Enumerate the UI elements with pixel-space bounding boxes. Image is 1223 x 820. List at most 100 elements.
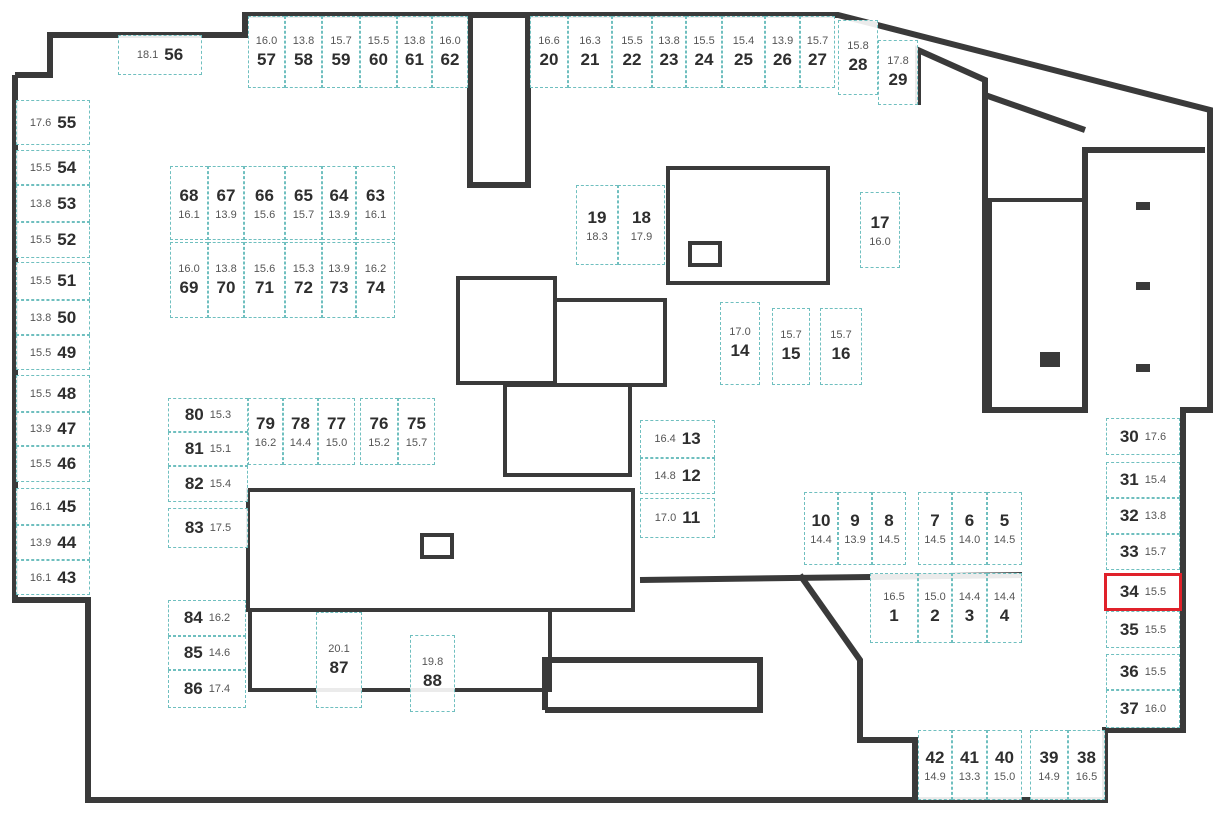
- spot-number: 47: [57, 419, 77, 438]
- spot-number: 14: [730, 341, 750, 360]
- spot-number: 31: [1119, 470, 1139, 489]
- spot-number: 79: [256, 414, 275, 433]
- spot-area: 14.5: [924, 534, 946, 546]
- spot-area: 15.0: [325, 437, 348, 449]
- spot-area: 16.1: [29, 571, 52, 584]
- spot-area: 18.3: [586, 230, 608, 243]
- spot-number: 84: [183, 608, 203, 627]
- spot-number: 27: [808, 49, 827, 69]
- spot-number: 57: [257, 49, 276, 69]
- spot-number: 2: [930, 605, 940, 625]
